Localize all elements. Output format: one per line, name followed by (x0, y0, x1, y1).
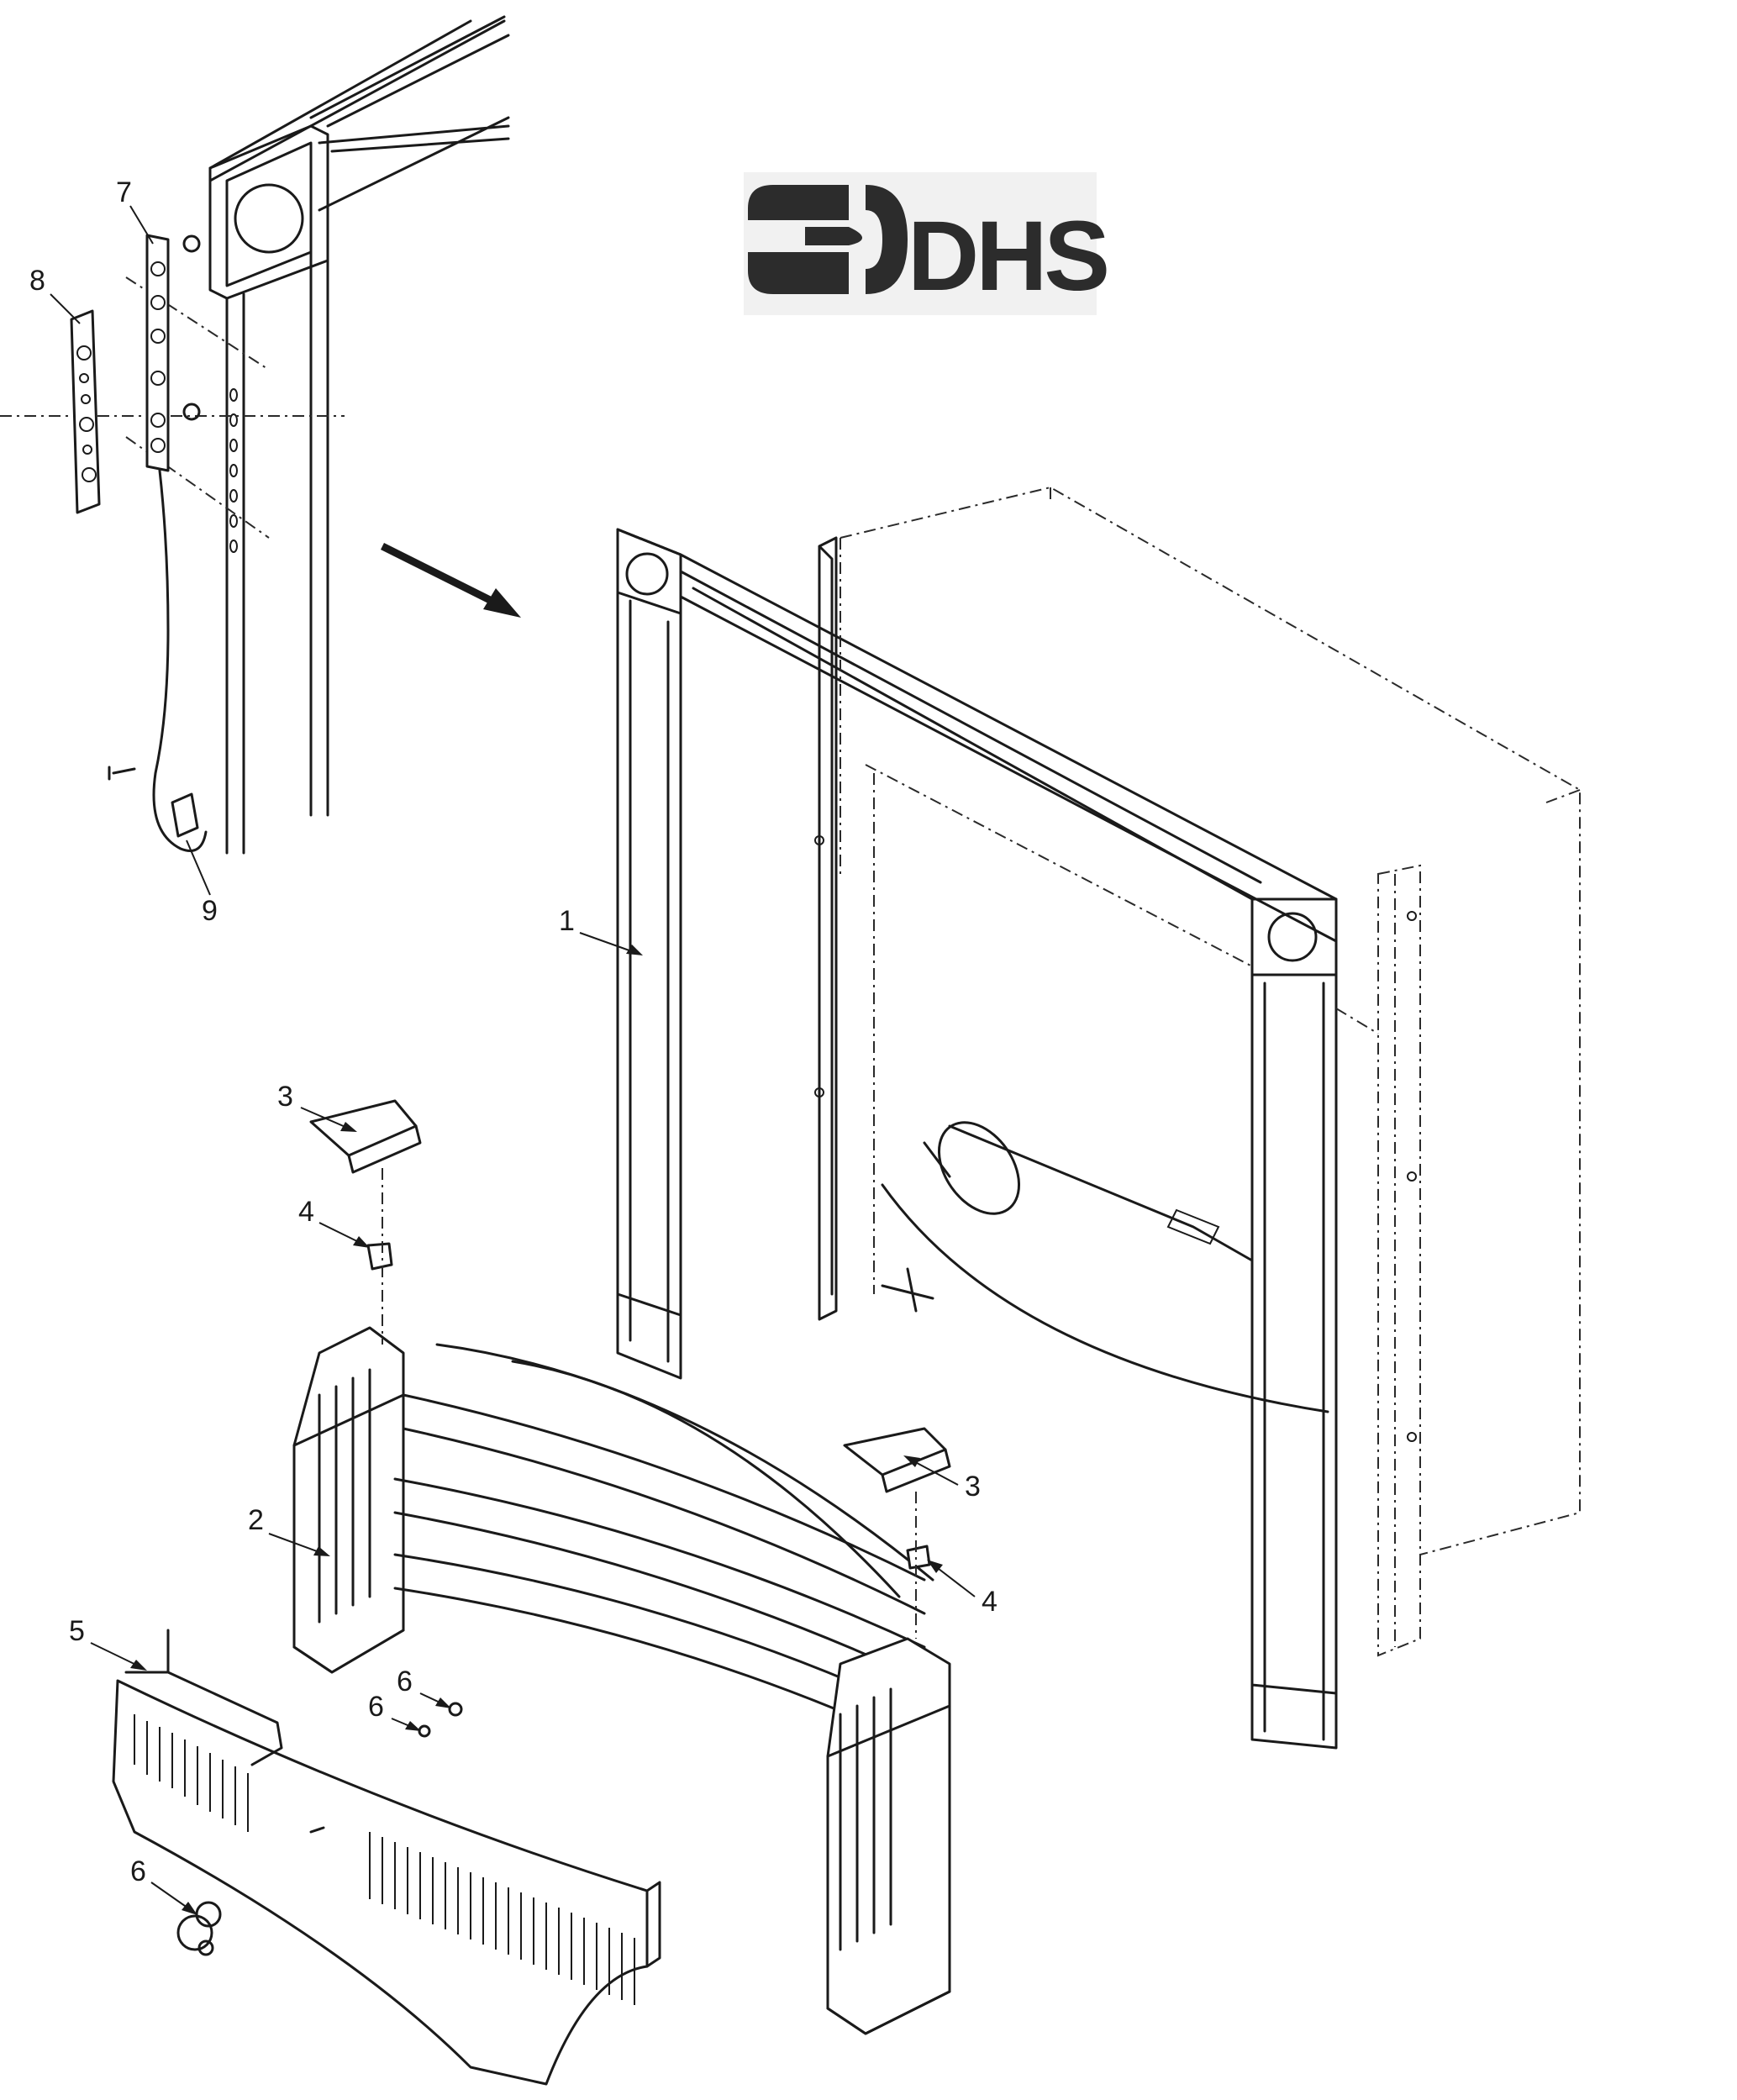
pull-knob (176, 1901, 222, 1956)
leader-8 (50, 293, 81, 324)
callout-4-left: 4 (298, 1196, 314, 1228)
callouts: 1 2 3 3 4 4 5 6 6 6 (29, 176, 997, 1915)
callout-7: 7 (116, 176, 132, 208)
post-cap-right (843, 1427, 951, 1493)
control-bracket (108, 234, 208, 852)
callout-3-right: 3 (965, 1471, 981, 1503)
callout-5: 5 (69, 1615, 85, 1647)
cap-clip-left (366, 1242, 393, 1271)
screw-upper (448, 1702, 463, 1717)
fire-fret (292, 1326, 951, 2035)
direction-arrow (380, 542, 521, 618)
ashpan-cover (112, 1629, 661, 2086)
callout-3-left: 3 (277, 1081, 293, 1113)
leader-7 (129, 205, 154, 245)
callout-2: 2 (248, 1504, 264, 1536)
post-cap-left (309, 1099, 422, 1174)
cap-clip-right (906, 1545, 931, 1570)
leader-9 (186, 839, 211, 896)
callout-6-upper: 6 (397, 1666, 413, 1697)
callout-1: 1 (559, 905, 575, 937)
rating-plate (70, 309, 101, 514)
callout-6-lower: 6 (368, 1691, 384, 1723)
logo-mark (748, 185, 908, 294)
callout-8: 8 (29, 265, 45, 297)
fireplace-frame (616, 528, 1338, 1750)
dhs-logo: DHS (744, 172, 1110, 315)
logo-text: DHS (908, 201, 1107, 312)
callout-9: 9 (202, 895, 218, 927)
firebox-housing (814, 486, 1581, 1657)
callout-6-knob: 6 (130, 1855, 146, 1887)
screw-lower (418, 1724, 431, 1738)
callout-4-right: 4 (982, 1586, 997, 1618)
